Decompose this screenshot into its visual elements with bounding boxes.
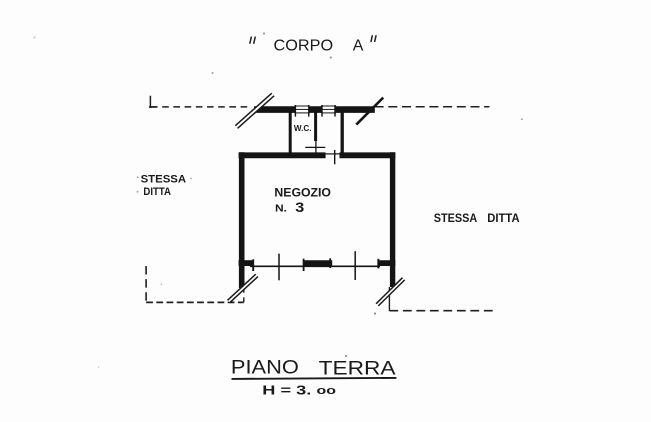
- svg-text:oo: oo: [317, 385, 337, 397]
- svg-text:PIANO: PIANO: [231, 358, 299, 379]
- svg-text:STESSA: STESSA: [434, 212, 478, 225]
- svg-text:CORPO: CORPO: [274, 38, 334, 55]
- svg-text:TERRA: TERRA: [319, 359, 396, 380]
- svg-text:3: 3: [295, 199, 304, 215]
- svg-text:W.C.: W.C.: [294, 123, 312, 133]
- svg-text:DITTA: DITTA: [487, 212, 520, 225]
- svg-text:N.: N.: [275, 203, 287, 214]
- svg-text:DITTA: DITTA: [143, 186, 171, 198]
- svg-text:H = 3.: H = 3.: [262, 382, 311, 397]
- svg-text:NEGOZIO: NEGOZIO: [274, 185, 331, 199]
- svg-text:STESSA: STESSA: [141, 173, 187, 185]
- svg-text:A: A: [353, 38, 364, 55]
